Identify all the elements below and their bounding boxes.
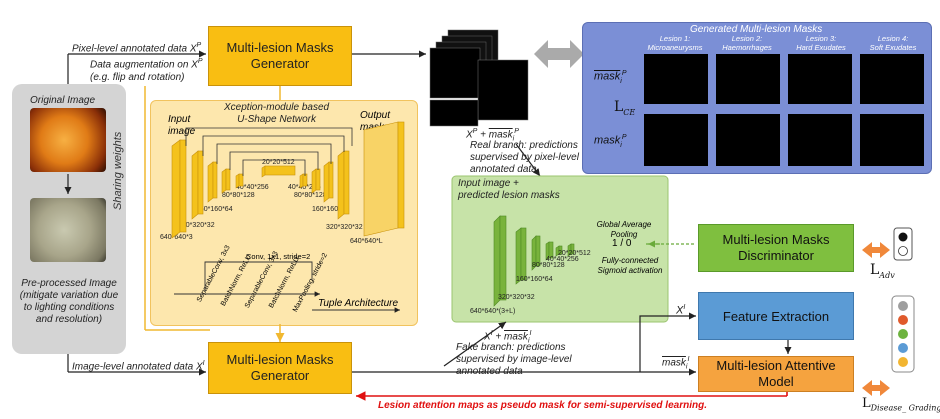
unet-dim: 40*40*256 [236, 184, 269, 191]
preprocessed-image-label: Pre-processed Image (mitigate variation … [19, 278, 119, 325]
fake-branch-formula: XI + maskiI [484, 330, 532, 345]
mask-cell [788, 54, 852, 104]
feature-input-label: XI [676, 304, 686, 317]
disc-dim: 40*40*256 [546, 256, 579, 263]
lesion-title: Lesion 4:Soft Exudates [869, 34, 917, 52]
grading-loss-label: LDisease_ Grading [862, 396, 940, 413]
preprocessed-fundus-image [30, 198, 106, 262]
original-fundus-image [30, 108, 106, 172]
mask-cell [860, 54, 924, 104]
ce-loss-label: LCE [614, 99, 636, 117]
lesion-title: Lesion 3:Hard Exudates [796, 34, 846, 52]
mask-cell [716, 54, 780, 104]
unet-dim: 160*160*64 [312, 206, 349, 213]
unet-dim: 80*80*128 [222, 192, 255, 199]
lesion-title: Lesion 2:Haemorrhages [722, 34, 772, 52]
disc-dim: 640*640*(3+L) [470, 308, 516, 315]
fake-branch-text: Fake branch: predictions supervised by i… [456, 342, 572, 377]
unet-dim: 640*640*3 [160, 234, 193, 241]
mask-cell [644, 54, 708, 104]
disc-dim: 20*20*512 [558, 250, 591, 257]
pixel-level-label: Pixel-level annotated data XP [72, 42, 202, 55]
gap-label: Global Average Pooling [596, 220, 652, 239]
conv-label: Conv, 1x1, stride=2 [246, 252, 311, 261]
disc-dim: 320*320*32 [498, 294, 535, 301]
mask-row2-label: maskiP [594, 134, 627, 149]
disc-dim: 80*80*128 [532, 262, 565, 269]
unet-dim: 160*160*64 [196, 206, 233, 213]
lesion-title: Lesion 1:Microaneurysms [647, 34, 703, 52]
attentive-input-label: maskiI [662, 356, 690, 371]
mask-cell [788, 114, 852, 166]
disc-output: 1 / 0 [612, 238, 632, 249]
attentive-model-box: Multi-lesion Attentive Model [698, 356, 854, 392]
tuple-title: Tuple Architecture [318, 298, 399, 309]
feature-extraction-box: Feature Extraction [698, 292, 854, 340]
unet-dim: 20*20*512 [262, 159, 295, 166]
mask-row1-label: maskiP [594, 70, 627, 85]
masks-panel-title: Generated Multi-lesion Masks [690, 24, 823, 35]
unet-output-label: Output masks [360, 110, 391, 133]
bottom-generator-box: Multi-lesion Masks Generator [208, 342, 352, 394]
mask-cell [644, 114, 708, 166]
unet-dim: 320*320*32 [178, 222, 215, 229]
augmentation-label: Data augmentation on XP (e.g. flip and r… [90, 58, 203, 84]
real-branch-formula: XP + maskiP [466, 128, 519, 143]
unet-dim: 640*640*L [350, 238, 383, 245]
unet-dim: 40*40*256 [288, 184, 321, 191]
unet-input-label: Input image [168, 114, 196, 137]
adv-loss-label: LAdv [870, 262, 895, 280]
unet-encoder [171, 139, 350, 239]
fc-label: Fully-connected Sigmoid activation [597, 256, 663, 275]
unet-dim: 80*80*128 [294, 192, 327, 199]
red-caption: Lesion attention maps as pseudo mask for… [378, 400, 707, 411]
real-branch-text: Real branch: predictions supervised by p… [470, 140, 579, 175]
disc-dim: 160*160*64 [516, 276, 553, 283]
image-level-label: Image-level annotated data XI [72, 360, 205, 373]
disc-net-title: Input image +predicted lesion masks [458, 178, 560, 201]
mask-cell [860, 114, 924, 166]
unet-dim: 320*320*32 [326, 224, 363, 231]
original-image-label: Original Image [30, 95, 96, 106]
mask-cell [716, 114, 780, 166]
top-generator-box: Multi-lesion Masks Generator [208, 26, 352, 86]
discriminator-box: Multi-lesion Masks Discriminator [698, 224, 854, 272]
